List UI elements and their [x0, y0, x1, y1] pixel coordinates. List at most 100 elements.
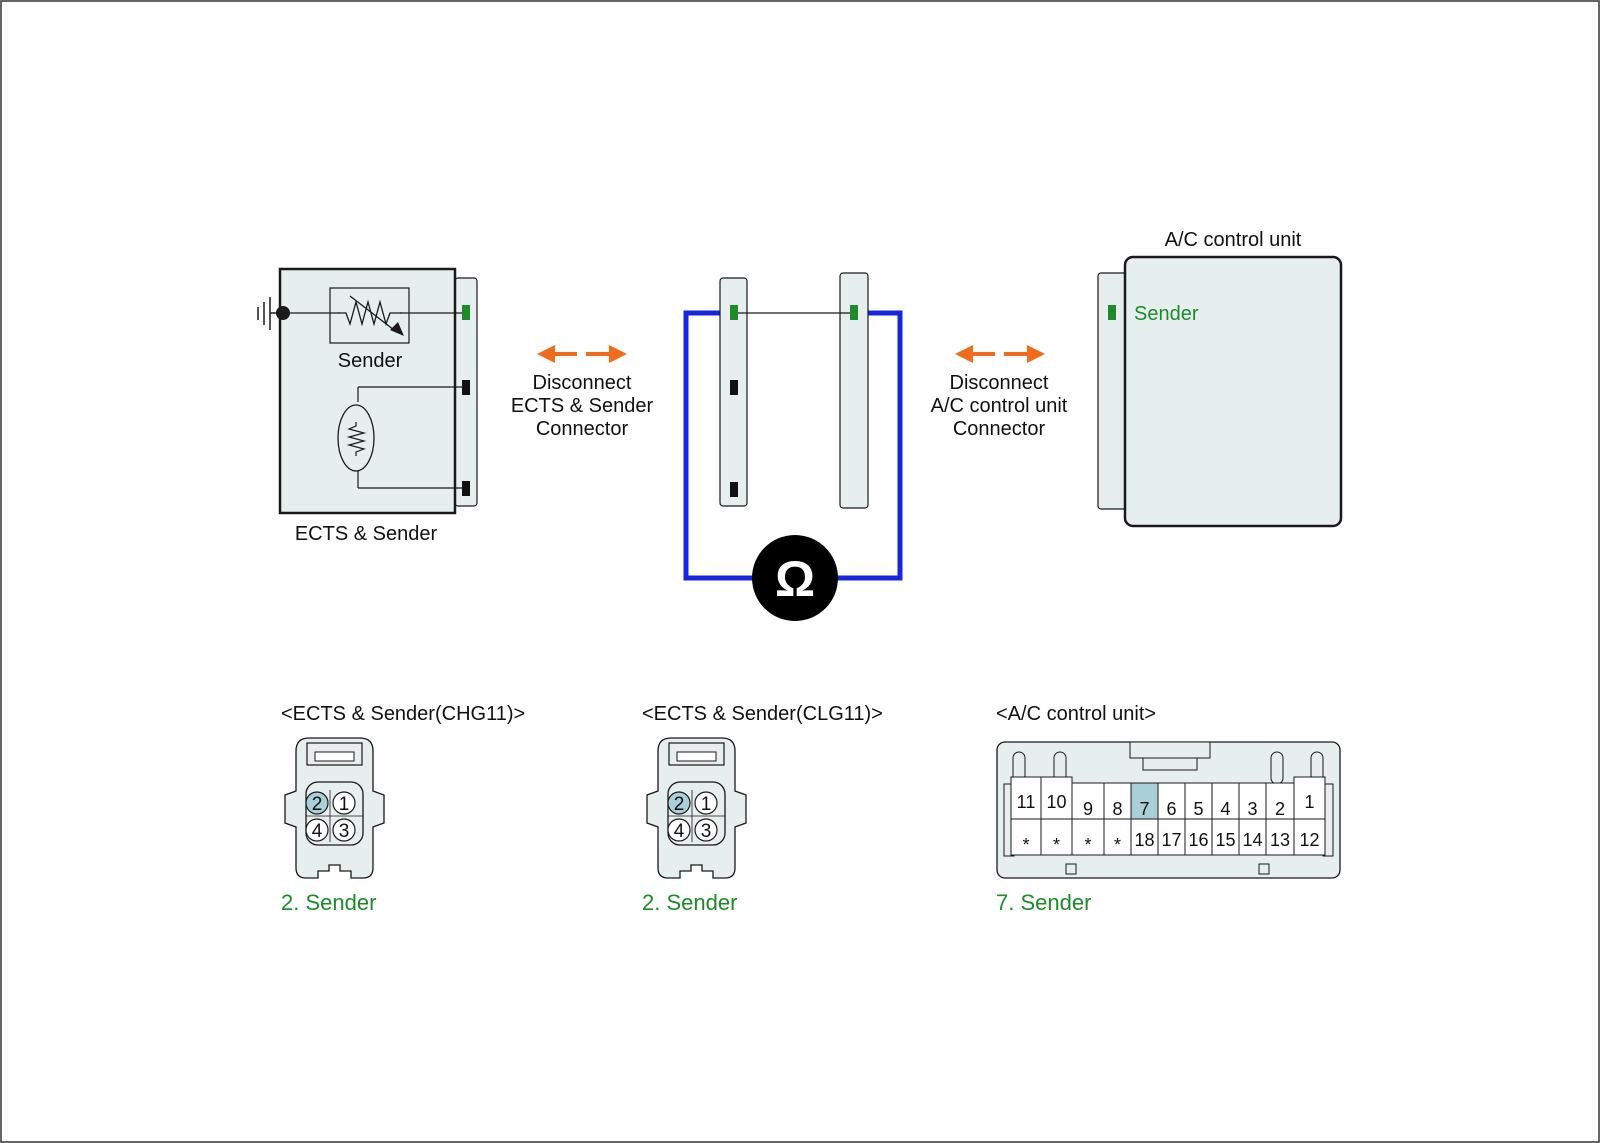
clg11-latch-slot — [676, 751, 717, 762]
ac-pin-label: 4 — [1220, 799, 1230, 819]
ac-pin-14 — [1238, 818, 1267, 856]
chg11-pin-4 — [305, 818, 329, 842]
harness-pin — [730, 380, 738, 395]
clg11-pin-2 — [667, 791, 691, 815]
ac-pin-16 — [1184, 818, 1213, 856]
disconnect-left-line2: ECTS & Sender — [511, 395, 654, 417]
connector-clg11: <ECTS & Sender(CLG11)> 2 1 4 3 2. Sender — [642, 703, 883, 915]
ac-harness-connector — [839, 272, 869, 509]
ects-pin — [462, 481, 470, 496]
ac-pin-label: 2 — [1275, 799, 1285, 819]
ac-pin-12 — [1293, 818, 1326, 856]
clg11-pin-4 — [667, 818, 691, 842]
disconnect-left-line3: Connector — [536, 418, 629, 440]
ac-pin-label: 3 — [1247, 799, 1257, 819]
ac-pin-label: 14 — [1242, 830, 1262, 850]
ac-pin-* — [1040, 818, 1073, 856]
clg11-title: <ECTS & Sender(CLG11)> — [642, 703, 883, 725]
ects-pin — [462, 380, 470, 395]
arrow-left-icon — [537, 345, 577, 363]
ac-connector-result: 7. Sender — [996, 890, 1091, 915]
arrow-right-icon — [1004, 345, 1045, 363]
disconnect-arrows-right — [955, 345, 1045, 363]
ects-pin-sender — [462, 305, 470, 320]
ac-pin-label: 5 — [1193, 799, 1203, 819]
ac-connector-key — [1129, 741, 1211, 759]
ac-pin-label: 7 — [1139, 799, 1149, 819]
chg11-pin-label: 4 — [312, 821, 323, 842]
ac-connector-title: <A/C control unit> — [996, 703, 1156, 725]
thermistor-icon — [337, 386, 465, 489]
arrow-right-icon — [586, 345, 627, 363]
chg11-result: 2. Sender — [281, 890, 376, 915]
chg11-latch — [306, 742, 363, 766]
clg11-pin-label: 4 — [674, 821, 685, 842]
ac-pin-sender — [1108, 305, 1116, 320]
ac-pin-label: 6 — [1166, 799, 1176, 819]
harness-pin — [730, 482, 738, 497]
ac-pin-11 — [1010, 776, 1042, 820]
chg11-pin-1 — [332, 791, 356, 815]
ac-pin-label: 16 — [1188, 830, 1208, 850]
ac-pin-13 — [1265, 818, 1295, 856]
test-circuit: Ω — [683, 272, 903, 621]
disconnect-right-line3: Connector — [953, 418, 1046, 440]
clg11-pin-label: 1 — [701, 794, 712, 815]
clg11-pin-3 — [694, 818, 718, 842]
ac-pin-label: * — [1084, 835, 1091, 855]
ac-pin-label: * — [1022, 835, 1029, 855]
disconnect-right-line1: Disconnect — [950, 372, 1049, 394]
ac-pin-label: 9 — [1083, 799, 1093, 819]
ac-control-unit: A/C control unit Sender — [1097, 229, 1343, 528]
ohmmeter-icon: Ω — [752, 535, 838, 621]
ac-pin-label: 1 — [1304, 792, 1314, 812]
ac-pin-1 — [1293, 776, 1326, 820]
ac-pin-label: * — [1114, 835, 1121, 855]
ac-pin-3 — [1238, 782, 1267, 820]
variable-resistor-icon — [338, 295, 404, 336]
harness-pin-sender — [730, 305, 738, 320]
clg11-pin-label: 2 — [674, 794, 685, 815]
chg11-pin-3 — [332, 818, 356, 842]
ac-pin-label: * — [1053, 835, 1060, 855]
clg11-pin-label: 3 — [701, 821, 712, 842]
ohm-symbol: Ω — [775, 551, 815, 607]
disconnect-right-line2: A/C control unit — [931, 395, 1068, 417]
chg11-title: <ECTS & Sender(CHG11)> — [281, 703, 525, 725]
ects-sender-module: Sender ECTS & Sender — [257, 267, 478, 545]
ac-pin-9 — [1071, 782, 1105, 820]
ac-pin-17 — [1157, 818, 1186, 856]
ac-pin-label: 11 — [1017, 792, 1036, 812]
disconnect-left-line1: Disconnect — [533, 372, 632, 394]
ac-pin-* — [1103, 818, 1132, 856]
ac-pin-label: 12 — [1299, 830, 1319, 850]
ac-pin-label: 8 — [1112, 799, 1122, 819]
clg11-latch — [668, 742, 725, 766]
ac-pin-label: 17 — [1161, 830, 1181, 850]
ac-pin-18 — [1130, 818, 1159, 856]
ac-sender-label: Sender — [1134, 303, 1199, 325]
ac-pin-label: 15 — [1215, 830, 1235, 850]
chg11-pin-label: 1 — [339, 794, 350, 815]
connector-chg11: <ECTS & Sender(CHG11)> 2 1 4 3 2. Sender — [281, 703, 525, 915]
arrow-left-icon — [955, 345, 995, 363]
sender-label: Sender — [338, 350, 403, 372]
ac-pin-label: 18 — [1134, 830, 1154, 850]
ac-unit-title: A/C control unit — [1165, 229, 1302, 251]
ac-pin-label: 10 — [1046, 792, 1066, 812]
chg11-pin-label: 2 — [312, 794, 323, 815]
ac-pin-label: 13 — [1270, 830, 1290, 850]
clg11-pin-1 — [694, 791, 718, 815]
chg11-pin-label: 3 — [339, 821, 350, 842]
ac-connector-key-tab — [1142, 757, 1198, 771]
ects-sender-caption: ECTS & Sender — [295, 523, 438, 545]
disconnect-arrows-left — [537, 345, 627, 363]
ac-unit-body — [1123, 255, 1343, 528]
clg11-result: 2. Sender — [642, 890, 737, 915]
chg11-pin-2 — [305, 791, 329, 815]
chg11-latch-slot — [314, 751, 355, 762]
